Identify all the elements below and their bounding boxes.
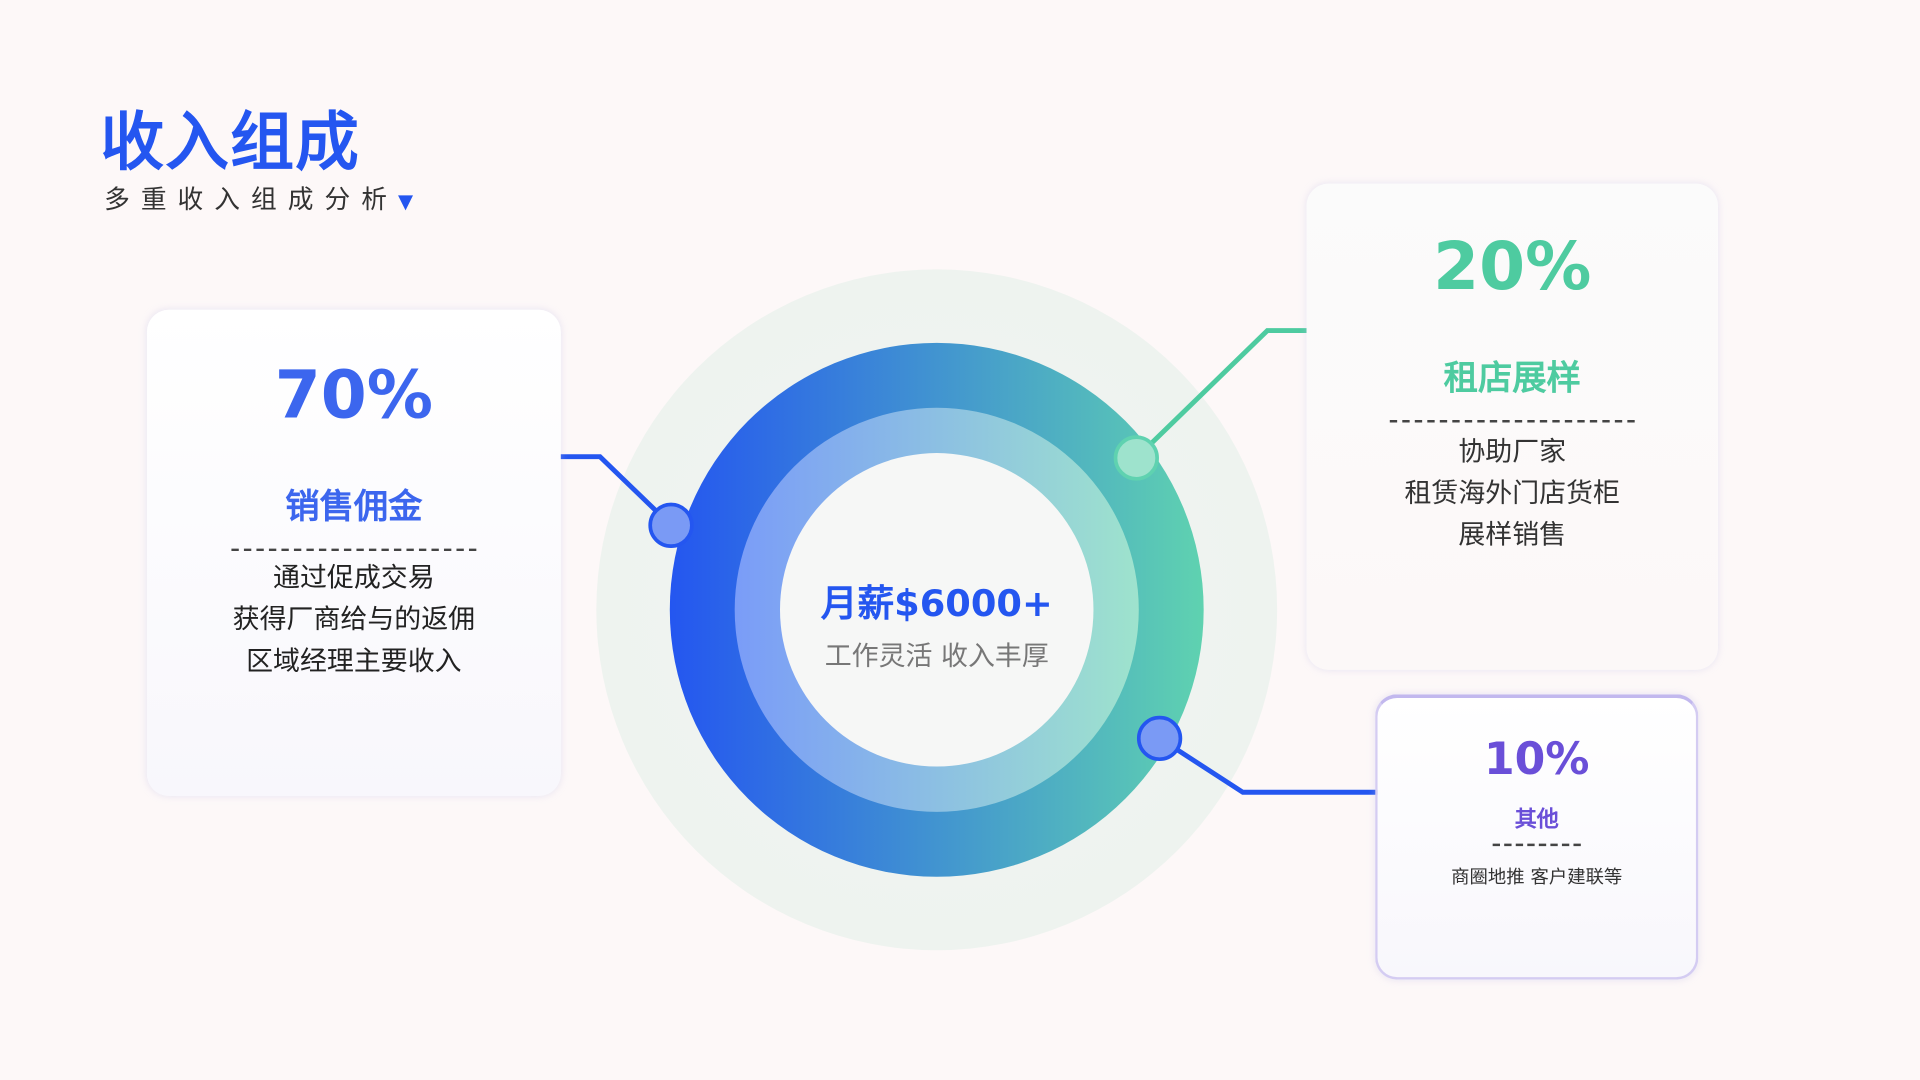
desc-line: 获得厂商给与的返佣 [232, 604, 476, 636]
marker-other [1136, 715, 1183, 762]
center-label: 月薪$6000+ 工作灵活 收入丰厚 [784, 573, 1090, 673]
center-headline: 月薪$6000+ [820, 582, 1053, 626]
card-other: 10% 其他 商圈地推 客户建联等 [1375, 694, 1699, 980]
card-sales: 70% 销售佣金 通过促成交易 获得厂商给与的返佣 区域经理主要收入 [146, 309, 561, 796]
desc-line: 展样销售 [1458, 520, 1567, 552]
card-rent: 20% 租店展样 协助厂家 租赁海外门店货柜 展样销售 [1306, 183, 1718, 670]
category-label: 其他 [1514, 806, 1559, 833]
desc-line: 通过促成交易 [273, 563, 435, 594]
percent-label: 70% [274, 356, 434, 434]
triangle-down-icon: ▼ [397, 189, 414, 214]
divider [231, 548, 477, 552]
desc-line: 区域经理主要收入 [246, 646, 462, 678]
divider [1389, 420, 1635, 423]
category-label: 销售佣金 [285, 486, 423, 527]
inner-circle [780, 453, 1094, 767]
page-title: 收入组成 [100, 106, 361, 181]
subtitle-text: 多重收入组成分析 [104, 184, 398, 215]
page-subtitle: 多重收入组成分析▼ [104, 180, 413, 217]
category-label: 租店展样 [1443, 357, 1581, 398]
divider [1492, 843, 1581, 847]
desc-line: 商圈地推 客户建联等 [1451, 865, 1623, 888]
percent-label: 10% [1483, 734, 1590, 785]
center-tagline: 工作灵活 收入丰厚 [824, 641, 1049, 673]
desc-line: 租赁海外门店货柜 [1404, 478, 1621, 510]
desc-line: 协助厂家 [1458, 437, 1567, 468]
percent-label: 20% [1433, 227, 1592, 305]
marker-rent [1113, 435, 1159, 481]
marker-sales [648, 502, 694, 548]
